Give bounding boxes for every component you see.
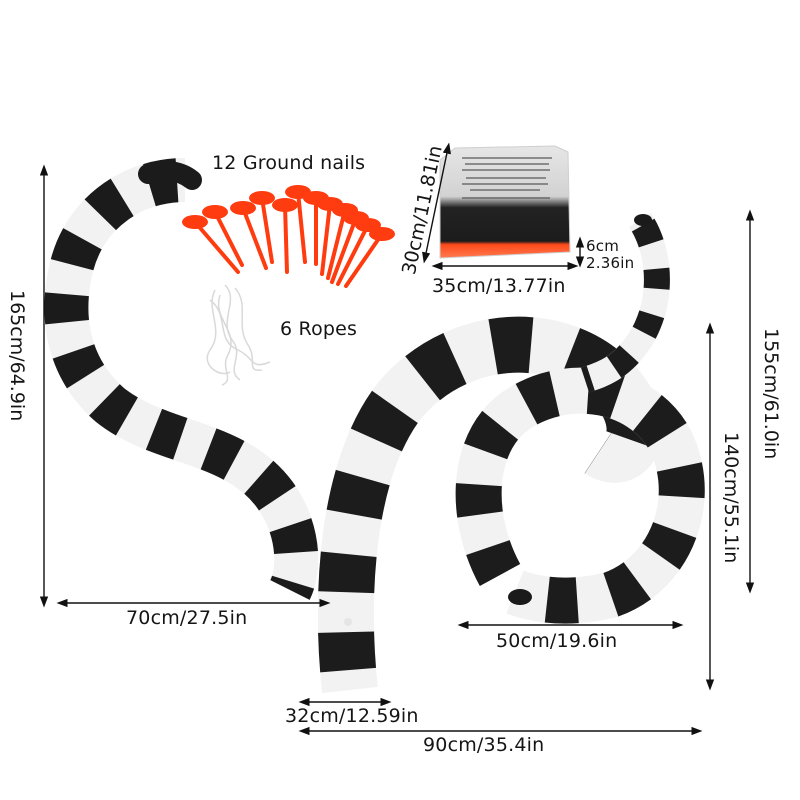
package-depth-cm: 6cm xyxy=(586,237,620,255)
right-coil-worm xyxy=(455,212,705,624)
total-width-label: 90cm/35.4in xyxy=(423,734,545,756)
ropes-label: 6 Ropes xyxy=(280,318,358,340)
package-depth-in: 2.36in xyxy=(586,254,635,272)
left-worm-segment xyxy=(44,158,319,600)
left-width-label: 70cm/27.5in xyxy=(126,607,248,629)
package-width-label: 35cm/13.77in xyxy=(432,275,566,297)
ground-nails-image xyxy=(182,185,395,288)
right-outer-height-label: 155cm/61.0in xyxy=(760,328,782,460)
left-height-label: 165cm/64.9in xyxy=(6,290,28,422)
ropes-image xyxy=(206,284,271,386)
package-depth-label: 6cm 2.36in xyxy=(586,238,634,272)
package-height-dimension-line xyxy=(422,142,451,264)
coil-width-label: 50cm/19.6in xyxy=(496,630,618,652)
base-width-label: 32cm/12.59in xyxy=(285,705,419,727)
right-inner-height-label: 140cm/55.1in xyxy=(720,432,742,564)
package-bag-image xyxy=(439,145,571,259)
ground-nails-label: 12 Ground nails xyxy=(212,152,366,174)
